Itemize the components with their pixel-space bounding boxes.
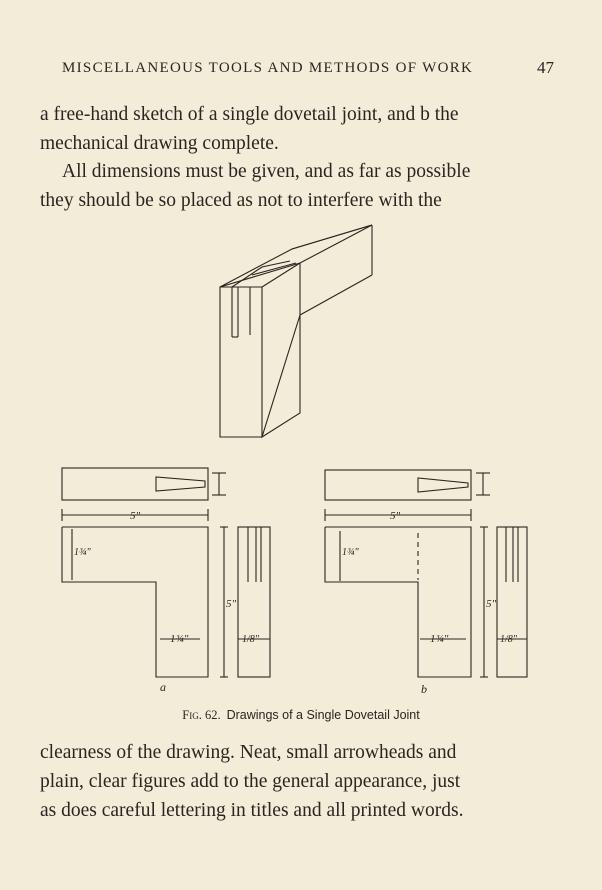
dim-width-a: 1¾" [170, 633, 189, 645]
para3-line-3: as does careful lettering in titles and … [40, 800, 464, 821]
figure-number: Fig. 62. [182, 708, 221, 722]
drawing-b-side-view [480, 526, 528, 678]
drawing-a-side-view [220, 526, 271, 678]
drawing-a-front-view [61, 526, 209, 678]
figure-label-b: b [421, 682, 427, 695]
figure-62: 5" 5" 1¾" 1¾" 1/8" 1/8" 1¾" 1¾" 5" 5" a … [0, 215, 602, 696]
drawing-b-top-view [324, 469, 490, 501]
figure-caption: Fig. 62. Drawings of a Single Dovetail Jo… [0, 708, 602, 723]
page-number: 47 [537, 58, 554, 77]
drawing-a-top-view [61, 467, 226, 501]
dim-depth-b: 1¾" [342, 547, 360, 558]
paragraph-3: clearness of the drawing. Neat, small ar… [40, 738, 550, 825]
drawing-b-front-view [324, 526, 472, 678]
dim-width-b: 1¾" [430, 633, 449, 645]
figure-label-a: a [160, 680, 166, 694]
para1-line-2: mechanical drawing complete. [40, 133, 279, 154]
isometric-sketch [219, 224, 373, 439]
dovetail-drawing: 5" 5" 1¾" 1¾" 1/8" 1/8" 1¾" 1¾" 5" 5" a … [61, 224, 528, 696]
dim-length-a: 5" [130, 510, 141, 522]
running-title: MISCELLANEOUS TOOLS AND METHODS OF WORK [62, 60, 474, 76]
dim-height-b: 5" [486, 598, 497, 610]
para2-line-2: they should be so placed as not to inter… [40, 190, 442, 211]
para3-line-2: plain, clear figures add to the general … [40, 771, 461, 792]
para1-line-1: a free-hand sketch of a single dovetail … [40, 104, 459, 125]
dim-height-a: 5" [226, 598, 237, 610]
dim-length-b: 5" [390, 510, 401, 522]
dim-thickness-b: 1/8" [500, 634, 518, 645]
para2-line-1: All dimensions must be given, and as far… [62, 161, 471, 182]
paragraph-2: All dimensions must be given, and as far… [40, 157, 550, 215]
dim-thickness-a: 1/8" [242, 634, 260, 645]
para3-line-1: clearness of the drawing. Neat, small ar… [40, 742, 457, 763]
caption-text: Drawings of a Single Dovetail Joint [226, 708, 420, 722]
paragraph-1: a free-hand sketch of a single dovetail … [40, 100, 550, 158]
dim-depth-a: 1¾" [74, 547, 92, 558]
